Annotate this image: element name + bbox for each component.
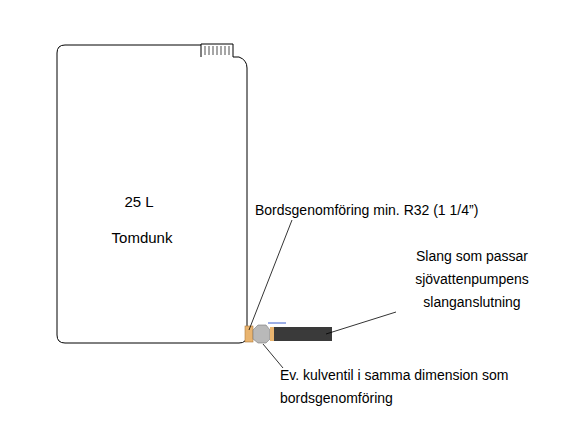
leader-line <box>326 312 396 334</box>
canister-cap <box>201 44 233 57</box>
hose-end <box>270 327 274 341</box>
cap-ridges <box>205 46 229 55</box>
leader-line <box>263 344 283 368</box>
leader-line <box>249 220 292 330</box>
canister-outline <box>57 45 247 343</box>
hose <box>274 327 332 341</box>
canister-node: 25 L Tomdunk <box>57 44 247 343</box>
node-text: 25 L <box>124 193 153 210</box>
node-text: Tomdunk <box>112 229 173 246</box>
through-hull-fitting <box>245 326 253 342</box>
callout-label: Bordsgenomföring min. R32 (1 1/4”) <box>255 199 555 222</box>
callout-label: Slang som passar sjövattenpumpens slanga… <box>384 245 560 314</box>
valve-handle <box>268 323 286 324</box>
ball-valve <box>253 325 270 343</box>
callout-label: Ev. kulventil i samma dimension som bord… <box>280 364 512 410</box>
